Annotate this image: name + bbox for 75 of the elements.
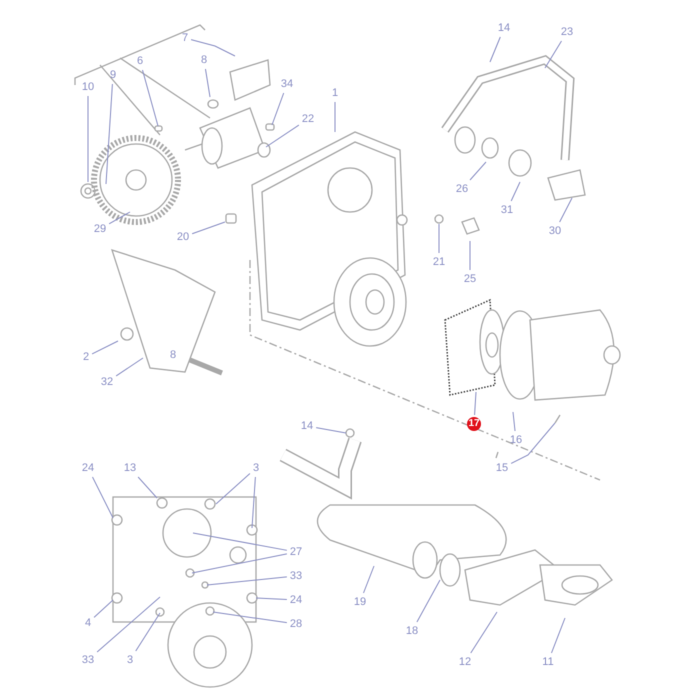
leader-line	[256, 598, 288, 600]
leader-line	[135, 612, 160, 652]
callout-number: 11	[541, 655, 555, 669]
callout-number: 12	[458, 655, 472, 669]
callout-number: 14	[300, 419, 314, 433]
callout-number: 25	[462, 272, 478, 286]
callout-number: 21	[432, 255, 446, 269]
callout-number: 22	[300, 112, 316, 126]
callout-number: 1	[330, 86, 340, 100]
callout-number: 18	[404, 624, 420, 638]
leader-line	[192, 532, 288, 551]
leader-line	[510, 182, 520, 202]
leader-line	[212, 612, 288, 624]
leader-line	[438, 224, 440, 254]
leader-line	[510, 422, 556, 464]
callout-number: 29	[92, 222, 108, 236]
callout-number: 33	[288, 569, 304, 583]
leader-line	[416, 580, 440, 622]
leader-line	[92, 340, 118, 354]
leader-line	[544, 40, 562, 68]
leader-line	[363, 566, 374, 594]
callout-number: 30	[548, 224, 562, 238]
leader-line	[138, 476, 158, 498]
leader-line	[192, 222, 226, 234]
leader-line	[252, 476, 256, 528]
callout-number: 33	[80, 653, 96, 667]
callout-number: 28	[288, 617, 304, 631]
callout-number: 19	[352, 595, 368, 609]
callout-number: 20	[176, 230, 190, 244]
callout-number: 32	[100, 375, 114, 389]
callout-number: 8	[200, 53, 208, 67]
callout-number: 10	[80, 80, 96, 94]
leader-line	[190, 39, 236, 56]
leader-line	[334, 102, 336, 132]
leader-line	[550, 618, 566, 654]
leader-line	[559, 198, 572, 222]
leader-line	[116, 358, 144, 376]
callout-number: 3	[252, 461, 260, 475]
leader-line	[470, 162, 486, 180]
callout-number: 17	[467, 417, 481, 431]
leader-line	[106, 84, 113, 184]
callout-number: 8	[168, 348, 178, 362]
leader-line	[474, 392, 476, 416]
callout-number: 24	[80, 461, 96, 475]
callout-number: 9	[108, 68, 118, 82]
callout-number: 13	[122, 461, 138, 475]
leader-line	[94, 600, 114, 618]
leader-line	[204, 68, 210, 98]
leader-line	[206, 576, 288, 586]
callout-number: 2	[82, 350, 90, 364]
callout-number: 15	[494, 461, 510, 475]
callout-number: 6	[136, 54, 144, 68]
leader-line	[470, 612, 498, 654]
leader-line	[490, 36, 501, 62]
callout-number: 27	[288, 545, 304, 559]
leader-line	[92, 476, 114, 518]
leader-line	[266, 124, 300, 148]
leader-line	[272, 92, 284, 126]
callout-number: 4	[84, 616, 92, 630]
leader-line	[96, 596, 160, 653]
callout-number: 16	[508, 433, 524, 447]
leader-line	[216, 472, 250, 504]
callout-number: 23	[560, 25, 574, 39]
leader-line	[512, 412, 516, 432]
leader-line	[142, 70, 158, 126]
callout-number: 26	[454, 182, 470, 196]
leader-line	[316, 427, 346, 434]
callout-number: 3	[126, 653, 134, 667]
leader-line	[192, 553, 288, 574]
callout-number: 14	[496, 21, 512, 35]
callout-number: 7	[180, 31, 190, 45]
callout-number: 31	[500, 203, 514, 217]
callout-number: 34	[280, 77, 294, 91]
leader-line	[108, 212, 130, 224]
callout-number: 24	[288, 593, 304, 607]
